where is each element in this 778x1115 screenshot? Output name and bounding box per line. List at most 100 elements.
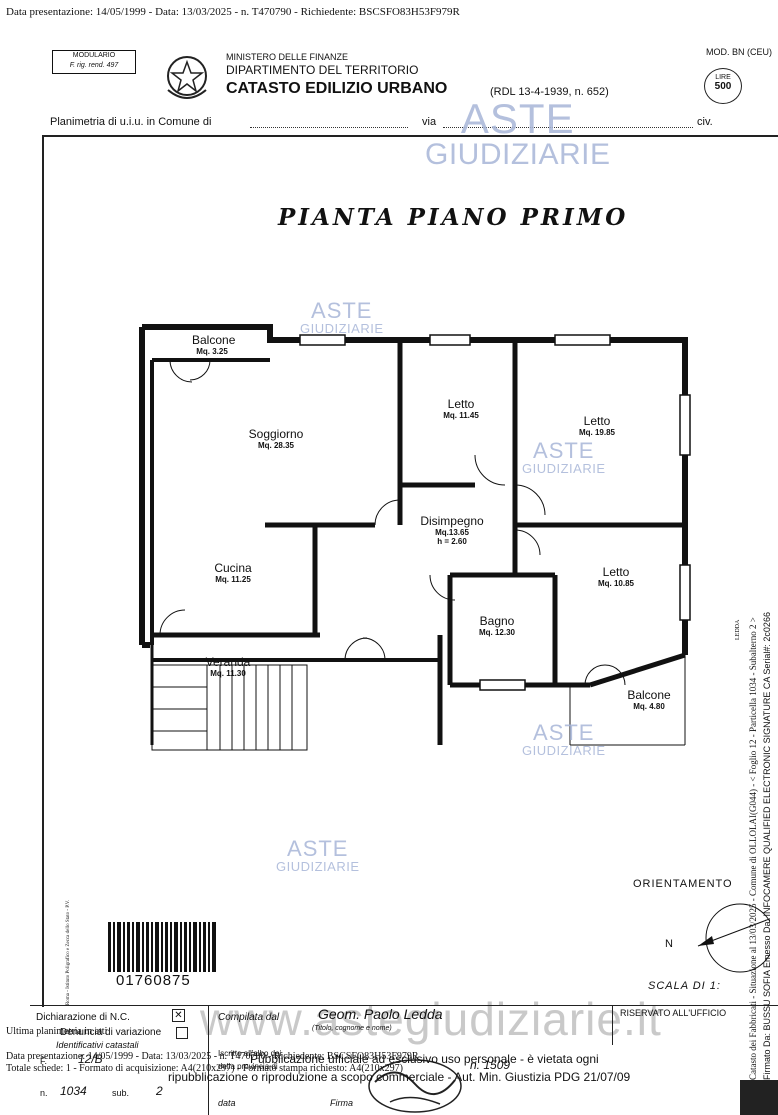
- side-catasto-line: Catasto dei Fabbricati - Situazione al 1…: [748, 617, 758, 1080]
- rdl-ref: (RDL 13-4-1939, n. 652): [490, 86, 609, 98]
- room-disimpegno: Disimpegno Mq.13.65 h = 2.60: [418, 514, 486, 546]
- via-line: [443, 127, 693, 128]
- iscritto-label: Iscritto all'albo dei: [218, 1049, 282, 1058]
- bottom-presentation-line: Data presentazione: 14/05/1999 - Data: 1…: [6, 1051, 419, 1062]
- wm-giudiziarie: GIUDIZIARIE: [425, 138, 611, 171]
- footer-top-line: [30, 1005, 778, 1006]
- room-name: Balcone: [192, 333, 236, 347]
- publication-line-2: ripubblicazione o riproduzione a scopo c…: [168, 1070, 631, 1084]
- republic-emblem-icon: [167, 56, 207, 99]
- room-letto-1: Letto Mq. 11.45: [440, 397, 482, 420]
- north-arrow-icon: [697, 903, 770, 973]
- north-label: N: [665, 938, 673, 950]
- room-area: Mq. 10.85: [597, 579, 634, 588]
- n-value: 1034: [60, 1084, 87, 1098]
- modulario-sub: F. rig. rend. 497: [69, 62, 119, 69]
- watermark-4: ASTE GIUDIZIARIE: [522, 720, 606, 758]
- foglio-label: F.: [40, 1056, 48, 1066]
- wm-aste: ASTE: [311, 298, 373, 323]
- denuncia-label: Denuncia di variazione: [60, 1027, 162, 1038]
- room-area: Mq. 4.80: [633, 702, 665, 711]
- wm-giudiziarie: GIUDIZIARIE: [300, 321, 384, 336]
- presentation-line: Data presentazione: 14/05/1999 - Data: 1…: [6, 6, 460, 18]
- planimetria-label: Planimetria di u.i.u. in Comune di: [50, 116, 212, 128]
- watermark-site: www.astegiudiziarie.it: [200, 993, 662, 1045]
- publication-line-1: Pubblicazione ufficiale ad esclusivo uso…: [250, 1052, 599, 1066]
- department: DIPARTIMENTO DEL TERRITORIO: [226, 63, 419, 77]
- room-name: Balcone: [627, 688, 671, 702]
- barcode: [108, 922, 216, 972]
- wm-aste: ASTE: [287, 836, 349, 861]
- room-area: Mq. 19.85: [578, 428, 615, 437]
- seal-corner: [740, 1080, 778, 1115]
- floor-plan: [139, 324, 691, 751]
- room-name: Letto: [447, 397, 475, 411]
- firma-label: Firma: [330, 1098, 353, 1108]
- room-veranda: Veranda Mq. 11.30: [204, 655, 252, 678]
- modulario-label: MODULARIO: [72, 52, 116, 59]
- room-letto-2: Letto Mq. 19.85: [576, 414, 618, 437]
- via-label: via: [422, 116, 437, 128]
- room-letto-3: Letto Mq. 10.85: [595, 565, 637, 588]
- lire-stamp: LIRE 500: [704, 68, 742, 104]
- watermark-top: ASTE GIUDIZIARIE: [425, 98, 611, 170]
- room-balcone-2: Balcone Mq. 4.80: [626, 688, 672, 711]
- civ-label: civ.: [697, 116, 713, 128]
- orientamento-label: ORIENTAMENTO: [633, 878, 733, 890]
- footer-divider-1: [208, 1005, 209, 1115]
- room-name: Veranda: [205, 655, 251, 669]
- side-firmato-line: Firmato Da: BUSSU SOFIA Emesso Da: INFOC…: [762, 612, 772, 1080]
- dich-nc-checkbox[interactable]: ✕: [172, 1009, 185, 1022]
- wm-giudiziarie: GIUDIZIARIE: [522, 461, 606, 476]
- room-area: Mq. 11.45: [443, 411, 479, 420]
- compilata-sub: (Titolo, cognome e nome): [312, 1025, 392, 1032]
- room-cucina: Cucina Mq. 11.25: [210, 561, 256, 584]
- sub-value: 2: [156, 1084, 163, 1098]
- room-area: Mq. 12.30: [478, 628, 515, 637]
- data-label: data: [218, 1098, 236, 1108]
- barcode-number: 01760875: [116, 972, 191, 989]
- modulario-box: MODULARIO F. rig. rend. 497: [52, 50, 136, 74]
- footer-divider-2: [612, 1005, 613, 1045]
- room-area: Mq. 3.25: [196, 347, 228, 356]
- sub-label: sub.: [112, 1088, 130, 1098]
- room-area: Mq. 28.35: [257, 441, 294, 450]
- room-height: h = 2.60: [437, 537, 467, 546]
- lire-label: LIRE: [715, 74, 731, 81]
- mod-code: MOD. BN (CEU): [706, 47, 772, 57]
- room-name: Cucina: [214, 561, 252, 575]
- compilata-name: Geom. Paolo Ledda: [318, 1006, 443, 1022]
- plan-frame: [42, 135, 778, 1007]
- room-soggiorno: Soggiorno Mq. 28.35: [245, 427, 307, 450]
- plan-title: PIANTA PIANO PRIMO: [278, 204, 629, 231]
- room-name: Letto: [583, 414, 611, 428]
- ultima-planimetria: Ultima planimetria in atti: [6, 1026, 108, 1037]
- room-balcone-1: Balcone Mq. 3.25: [192, 333, 236, 356]
- bottom-schede-line: Totale schede: 1 - Formato di acquisizio…: [6, 1063, 403, 1074]
- watermark-3: ASTE GIUDIZIARIE: [522, 440, 606, 476]
- riservato-label: RISERVATO ALL'UFFICIO: [620, 1008, 727, 1018]
- ministry: MINISTERO DELLE FINANZE: [226, 52, 349, 62]
- room-area: Mq. 11.25: [215, 575, 251, 584]
- dich-nc-label: Dichiarazione di N.C.: [36, 1012, 130, 1023]
- room-area: Mq. 11.30: [210, 669, 246, 678]
- foglio-value: 12/B: [78, 1052, 103, 1066]
- scala-label: SCALA DI 1:: [648, 980, 721, 992]
- n-label: n.: [40, 1088, 48, 1098]
- room-bagno: Bagno Mq. 12.30: [475, 614, 519, 637]
- room-name: Disimpegno: [420, 514, 484, 528]
- room-name: Letto: [602, 565, 630, 579]
- signature-stamp: [368, 1059, 462, 1113]
- watermark-2: ASTE GIUDIZIARIE: [300, 298, 384, 336]
- compilata-label: Compilata dal: [218, 1012, 280, 1023]
- wm-giudiziarie: GIUDIZIARIE: [522, 743, 606, 758]
- denuncia-checkbox[interactable]: [176, 1027, 188, 1039]
- room-name: Soggiorno: [248, 427, 304, 441]
- watermark-5: ASTE GIUDIZIARIE: [276, 836, 360, 874]
- room-name: Bagno: [479, 614, 515, 628]
- provincia-number: n. 1509: [470, 1058, 511, 1072]
- wm-aste: ASTE: [533, 720, 595, 745]
- left-margin-note: Roma - Istituto Poligrafico e Zecca dell…: [66, 899, 71, 1005]
- wm-aste: ASTE: [460, 95, 575, 142]
- lire-value: 500: [714, 81, 732, 92]
